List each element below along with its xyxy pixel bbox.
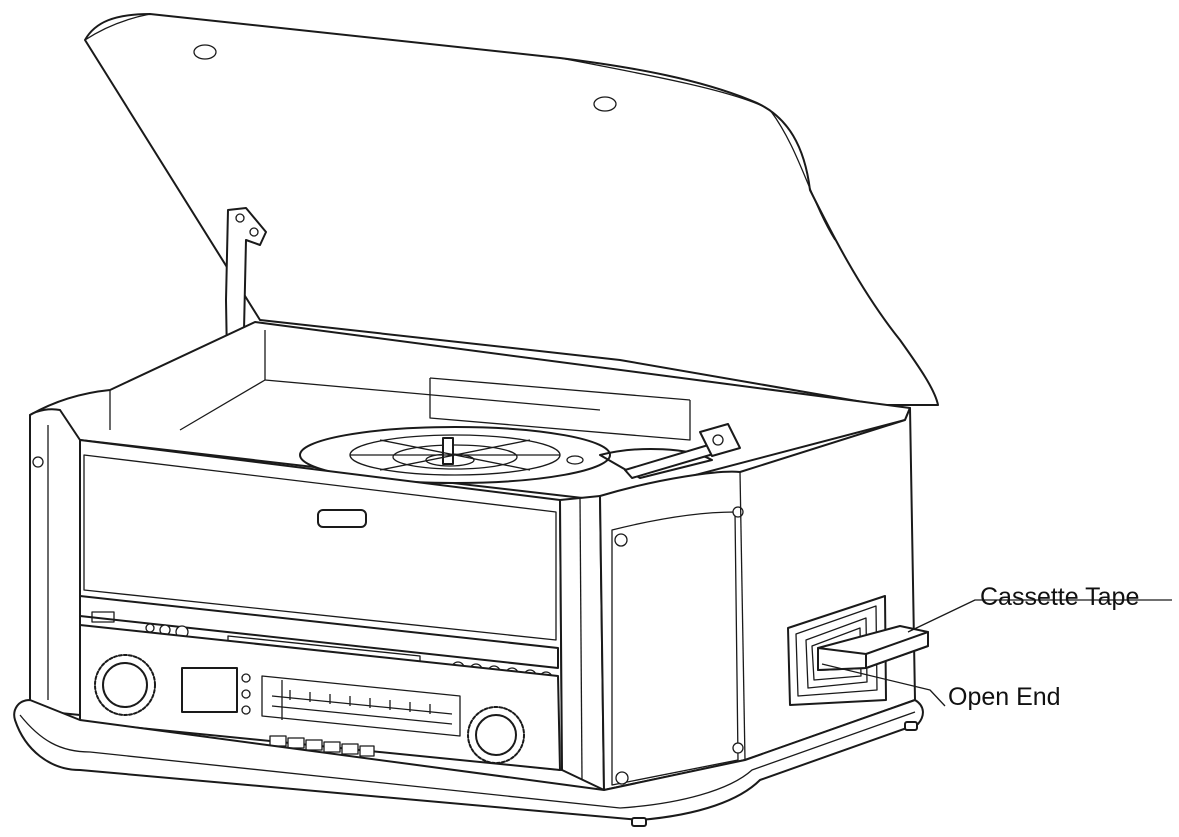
front-speaker-grille <box>83 454 557 641</box>
deck-key[interactable] <box>359 745 375 757</box>
tonearm-icon <box>599 423 741 479</box>
label-open-end: Open End <box>948 683 1061 711</box>
control-button[interactable] <box>241 705 251 715</box>
lid <box>84 13 939 406</box>
control-button[interactable] <box>241 689 251 699</box>
cassette-deck-keys <box>269 735 375 757</box>
turntable-platter-icon <box>299 426 611 484</box>
brand-plate <box>317 509 367 528</box>
control-button[interactable] <box>241 673 251 683</box>
callout-open-end: Open End <box>821 663 1061 711</box>
deck-key[interactable] <box>341 743 359 755</box>
deck-key[interactable] <box>287 737 305 749</box>
front-panel <box>79 439 563 771</box>
deck-key[interactable] <box>269 735 287 747</box>
lcd-display <box>181 667 238 713</box>
callout-cassette-tape: Cassette Tape <box>907 583 1172 633</box>
volume-knob-icon[interactable] <box>94 654 156 716</box>
label-cassette-tape: Cassette Tape <box>980 583 1139 611</box>
display-badge <box>91 611 115 623</box>
deck-key[interactable] <box>323 741 341 753</box>
base-plinth <box>13 699 924 827</box>
cassette-tape <box>817 625 929 671</box>
left-side-panel <box>29 408 81 716</box>
right-corner-column <box>559 495 605 791</box>
tuning-knob-icon[interactable] <box>467 706 525 764</box>
deck-key[interactable] <box>305 739 323 751</box>
function-buttons <box>241 673 251 715</box>
control-button[interactable] <box>145 623 155 633</box>
tuning-dial-scale <box>261 675 461 737</box>
side-speaker-grille <box>611 511 739 786</box>
